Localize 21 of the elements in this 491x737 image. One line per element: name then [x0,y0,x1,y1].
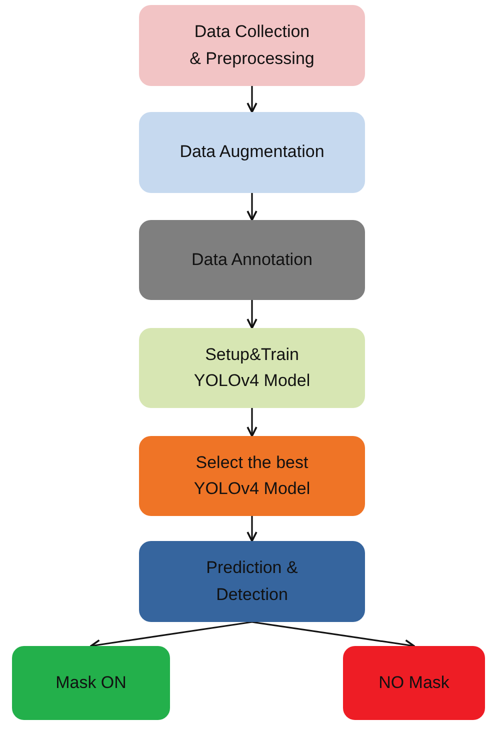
process-box [343,646,485,720]
arrow [246,193,258,221]
process-box [139,5,365,86]
process-box [139,436,365,516]
arrow [246,408,258,437]
box-label: Setup&Train YOLOv4 Model [192,344,312,392]
arrow [246,300,258,329]
box-label: Data Augmentation [178,141,326,164]
box-label: Select the best YOLOv4 Model [192,452,312,500]
arrow [246,516,258,542]
process-box [139,541,365,622]
box-label: Data Annotation [190,248,314,271]
box-label: NO Mask [378,672,450,694]
process-box [139,220,365,300]
process-box [12,646,170,720]
box-label: Mask ON [54,672,128,694]
box-label: Data Collection & Preprocessing [188,21,316,70]
process-box [139,328,365,408]
arrow [246,86,258,113]
process-box [139,112,365,193]
box-label: Prediction & Detection [206,557,298,606]
